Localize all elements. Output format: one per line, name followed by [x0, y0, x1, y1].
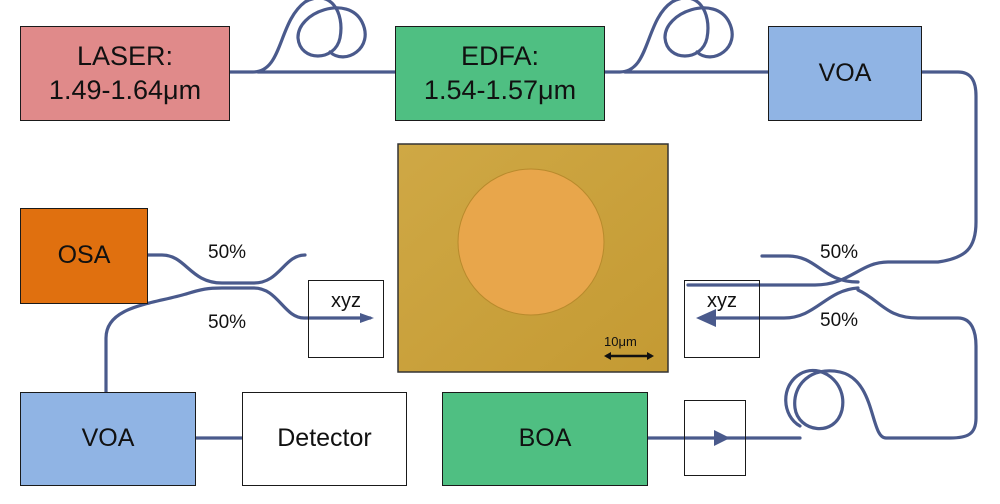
boa-block: BOA [442, 392, 648, 486]
fiber-voa-coupler [686, 70, 978, 287]
fiber-osa-coupler [146, 253, 307, 285]
laser-label: LASER: [76, 40, 174, 71]
voa-top-label: VOA [818, 58, 872, 87]
laser-range: 1.49-1.64μm [48, 74, 202, 105]
boa-label: BOA [518, 424, 572, 453]
voa-bottom-label: VOA [81, 424, 135, 453]
arrow-right-icon [360, 313, 374, 323]
fiber-coupler-voa [104, 292, 188, 394]
edfa-label: EDFA: [460, 40, 540, 71]
fiber-right-stage [702, 286, 860, 320]
microdisk-micrograph [397, 143, 669, 373]
detector-block: Detector [242, 392, 407, 486]
edfa-range: 1.54-1.57μm [423, 74, 577, 105]
isolator-icon [714, 430, 730, 446]
microdisk [457, 168, 605, 316]
osa-label: OSA [57, 241, 111, 270]
laser-block: LASER: 1.49-1.64μm [20, 26, 230, 121]
isolator-box [684, 400, 746, 476]
coupler-left-bottom-ratio: 50% [208, 312, 247, 333]
fiber-laser-edfa [228, 0, 397, 74]
coupler-left-top-ratio: 50% [208, 242, 247, 263]
detector-label: Detector [277, 424, 372, 453]
xyz-stage-right: xyz [684, 280, 760, 358]
arrow-left-icon [696, 309, 716, 327]
coupler-right-top-ratio: 50% [820, 242, 859, 263]
fiber-edfa-voa [603, 0, 770, 74]
fiber-left-stage [184, 286, 372, 320]
coupler-right-bottom-ratio: 50% [820, 310, 859, 331]
xyz-right-label: xyz [707, 290, 737, 312]
voa-bottom-block: VOA [20, 392, 196, 486]
osa-block: OSA [20, 208, 148, 304]
scale-bar-label: 10μm [604, 334, 637, 349]
fiber-right-coupler-tail [760, 254, 860, 284]
xyz-stage-left: xyz [308, 280, 384, 358]
edfa-block: EDFA: 1.54-1.57μm [395, 26, 605, 121]
xyz-left-label: xyz [331, 290, 361, 312]
voa-top-block: VOA [768, 26, 922, 121]
